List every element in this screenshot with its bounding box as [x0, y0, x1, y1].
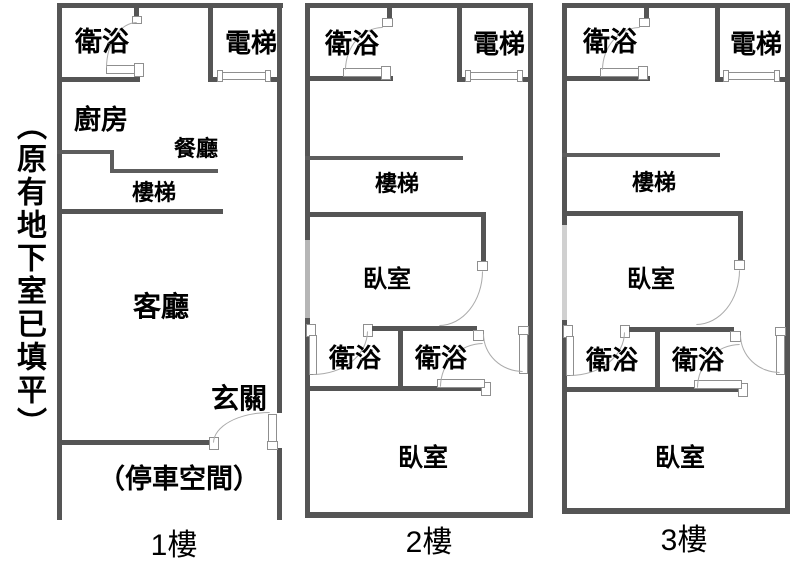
door-arc	[696, 270, 740, 325]
label-stairs: 樓梯	[131, 180, 176, 205]
stair-line	[110, 169, 218, 173]
wall	[655, 327, 660, 391]
window	[305, 240, 310, 318]
wall	[305, 512, 533, 518]
wall	[562, 387, 742, 392]
wall	[305, 212, 486, 217]
door-jamb	[217, 70, 223, 82]
label-bathroom: 衛浴	[75, 27, 129, 57]
wall	[715, 77, 726, 82]
wall	[644, 3, 649, 18]
label-bedroom-upper: 臥室	[627, 266, 675, 293]
door-jamb	[477, 261, 488, 271]
door-arc	[483, 334, 523, 372]
label-living-room: 客廳	[132, 291, 189, 322]
wall	[629, 327, 734, 332]
label-parking: （停車空間）	[98, 464, 260, 494]
wall	[305, 76, 393, 81]
wall	[277, 3, 282, 413]
stair-line	[305, 156, 463, 160]
door-jamb	[134, 63, 144, 77]
elevator-door	[726, 72, 778, 80]
stair-line	[110, 150, 114, 172]
elevator-door	[220, 72, 268, 80]
door-jamb	[738, 383, 748, 397]
wall	[562, 211, 743, 216]
door-arc	[439, 271, 483, 326]
label-bathroom: 衛浴	[325, 29, 379, 59]
door-jamb	[481, 382, 491, 396]
label-bedroom-upper: 臥室	[363, 266, 411, 293]
door-jamb	[132, 16, 142, 24]
door-jamb	[382, 18, 393, 27]
wall	[738, 211, 743, 261]
wall	[457, 3, 462, 82]
wall	[208, 77, 220, 82]
door-jamb	[265, 70, 271, 82]
label-elevator: 電梯	[472, 29, 525, 59]
wall	[520, 77, 533, 82]
wall	[785, 3, 790, 514]
door-jamb	[639, 18, 650, 27]
stair-line	[57, 150, 114, 154]
label-entry: 玄關	[210, 383, 267, 414]
label-stairs: 樓梯	[374, 171, 419, 196]
label-stairs: 樓梯	[631, 170, 676, 195]
floor-label: 2樓	[405, 526, 453, 559]
label-bathroom-left: 衛浴	[585, 345, 638, 375]
wall	[57, 209, 223, 214]
wall	[305, 386, 485, 391]
floor-label: 1樓	[150, 529, 198, 562]
door-jamb	[381, 66, 391, 80]
label-bathroom: 衛浴	[583, 27, 637, 57]
wall	[372, 326, 477, 331]
window	[562, 225, 567, 320]
label-kitchen: 廚房	[74, 105, 128, 135]
elevator-door	[468, 72, 520, 80]
wall	[57, 3, 62, 520]
wall	[57, 3, 283, 8]
door-jamb	[267, 441, 278, 450]
wall	[305, 3, 533, 8]
wall	[57, 440, 213, 445]
wall	[562, 76, 650, 81]
door-arc	[213, 412, 270, 443]
label-bathroom-right: 衛浴	[671, 345, 724, 375]
wall	[528, 3, 533, 518]
stair-line	[562, 153, 720, 157]
wall	[457, 77, 468, 82]
wall	[715, 3, 720, 82]
label-bathroom-left: 衛浴	[328, 343, 381, 373]
label-bathroom-right: 衛浴	[414, 343, 467, 373]
wall	[562, 3, 790, 8]
wall	[387, 3, 392, 18]
door-jamb	[723, 70, 729, 82]
label-elevator: 電梯	[224, 28, 277, 58]
wall	[777, 77, 790, 82]
door-jamb	[734, 260, 745, 270]
wall	[208, 3, 213, 82]
label-elevator: 電梯	[729, 29, 782, 59]
door-jamb	[638, 66, 648, 80]
door-jamb	[465, 70, 471, 82]
wall	[268, 77, 282, 82]
wall	[57, 77, 140, 82]
basement-note: （原有地下室已填平）	[12, 110, 45, 440]
door-jamb	[774, 70, 780, 82]
wall	[481, 212, 486, 262]
label-bedroom-lower: 臥室	[397, 444, 448, 472]
door-arc	[740, 335, 780, 373]
wall	[277, 448, 282, 520]
door-jamb	[517, 70, 523, 82]
label-dining: 餐廳	[173, 136, 218, 161]
wall	[134, 3, 139, 18]
floor-label: 3樓	[660, 524, 708, 557]
wall	[562, 508, 790, 514]
wall	[398, 326, 403, 390]
label-bedroom-lower: 臥室	[654, 444, 705, 472]
